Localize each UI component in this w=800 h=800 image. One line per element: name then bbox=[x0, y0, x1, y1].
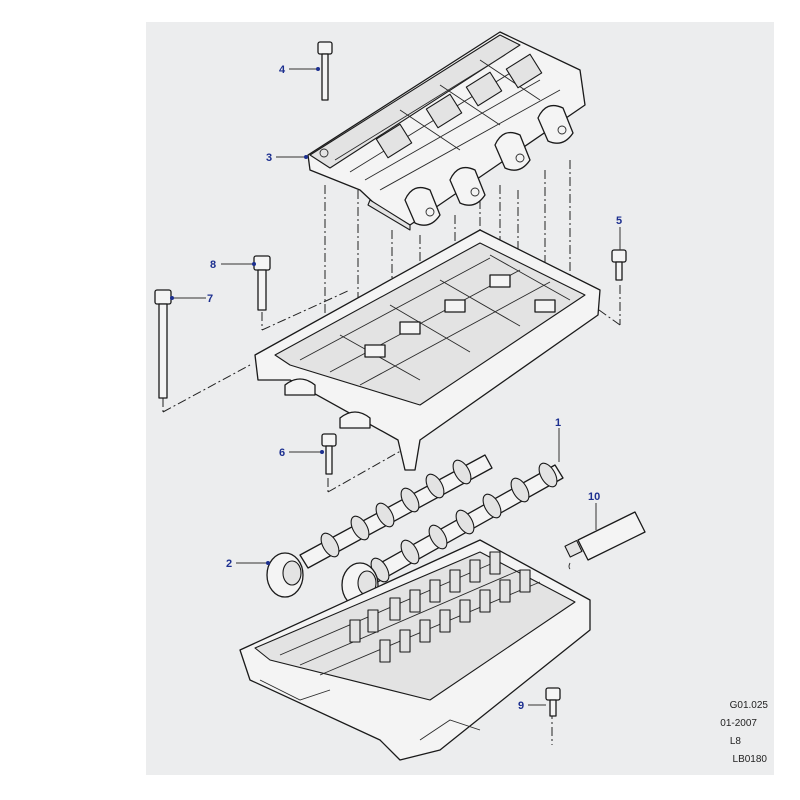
cylinder-head bbox=[239, 539, 591, 761]
callout-numbers: 1 2 3 4 5 6 7 8 9 10 bbox=[207, 64, 622, 712]
callout-leaders bbox=[170, 67, 621, 706]
camshaft-carrier bbox=[307, 31, 586, 231]
callout-4: 4 bbox=[279, 64, 286, 76]
callout-10: 10 bbox=[588, 491, 600, 503]
callout-7: 7 bbox=[207, 293, 213, 305]
bolt-item-5 bbox=[611, 249, 627, 281]
bolt-item-9 bbox=[545, 687, 561, 717]
bolt-item-7 bbox=[154, 289, 172, 399]
camshafts bbox=[299, 454, 564, 594]
sealant-tube bbox=[564, 511, 646, 570]
bolt-item-6 bbox=[321, 433, 337, 475]
illustration-id: LB0180 bbox=[732, 754, 767, 765]
diagram-date: 01-2007 bbox=[720, 718, 757, 729]
diagram-code: G01.025 bbox=[729, 700, 768, 711]
callout-3: 3 bbox=[266, 152, 272, 164]
lower-carrier-frame bbox=[254, 229, 601, 471]
bolt-item-8 bbox=[253, 255, 271, 311]
model-code: L8 bbox=[729, 736, 741, 747]
callout-6: 6 bbox=[279, 447, 285, 459]
callout-8: 8 bbox=[210, 259, 216, 271]
callout-9: 9 bbox=[518, 700, 524, 712]
callout-2: 2 bbox=[226, 558, 232, 570]
callout-1: 1 bbox=[555, 417, 561, 429]
callout-5: 5 bbox=[616, 215, 622, 227]
bolt-item-4 bbox=[317, 41, 333, 101]
